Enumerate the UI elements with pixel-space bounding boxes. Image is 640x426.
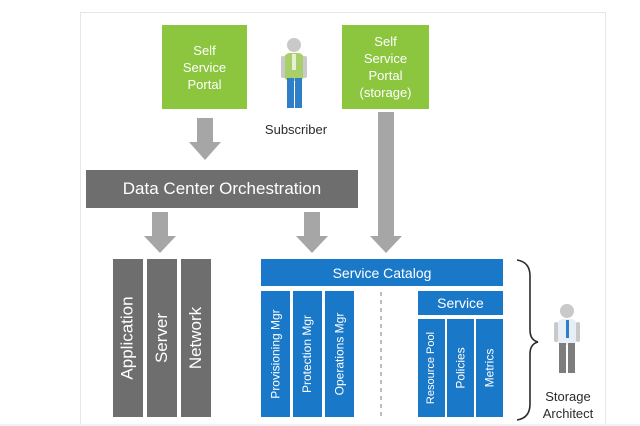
network-label: Network	[186, 306, 206, 370]
self-service-portal-storage: Self Service Portal (storage)	[342, 25, 429, 109]
storage-architect-label: Storage Architect	[542, 389, 594, 421]
subscriber-label: Subscriber	[264, 122, 328, 137]
server-label: Server	[152, 312, 172, 364]
service-catalog: Service Catalog	[261, 259, 503, 286]
policies-label: Policies	[453, 347, 468, 389]
stack-application: Application	[113, 259, 143, 417]
self-service-portal: Self Service Portal	[162, 25, 247, 109]
stack-server: Server	[147, 259, 177, 417]
arrow-down-icon	[370, 112, 402, 253]
metrics: Metrics	[476, 319, 503, 417]
provisioning-mgr-label: Provisioning Mgr	[268, 309, 283, 399]
provisioning-mgr: Provisioning Mgr	[261, 291, 290, 417]
operations-mgr: Operations Mgr	[325, 291, 354, 417]
service-header: Service	[418, 291, 503, 315]
metrics-label: Metrics	[482, 348, 497, 388]
protection-mgr-label: Protection Mgr	[300, 314, 315, 394]
resource-pool-label: Resource Pool	[425, 331, 438, 405]
resource-pool: Resource Pool	[418, 319, 445, 417]
protection-mgr: Protection Mgr	[293, 291, 322, 417]
person-icon	[554, 304, 580, 373]
data-center-orchestration: Data Center Orchestration	[86, 170, 358, 208]
arrow-down-icon	[296, 212, 328, 253]
arrow-down-icon	[144, 212, 176, 253]
person-icon	[281, 38, 307, 108]
bottom-band	[0, 424, 640, 426]
arrow-down-icon	[189, 118, 221, 160]
stack-network: Network	[181, 259, 211, 417]
application-label: Application	[118, 296, 138, 380]
operations-mgr-label: Operations Mgr	[332, 312, 347, 396]
right-brace-icon	[516, 259, 539, 421]
policies: Policies	[447, 319, 474, 417]
